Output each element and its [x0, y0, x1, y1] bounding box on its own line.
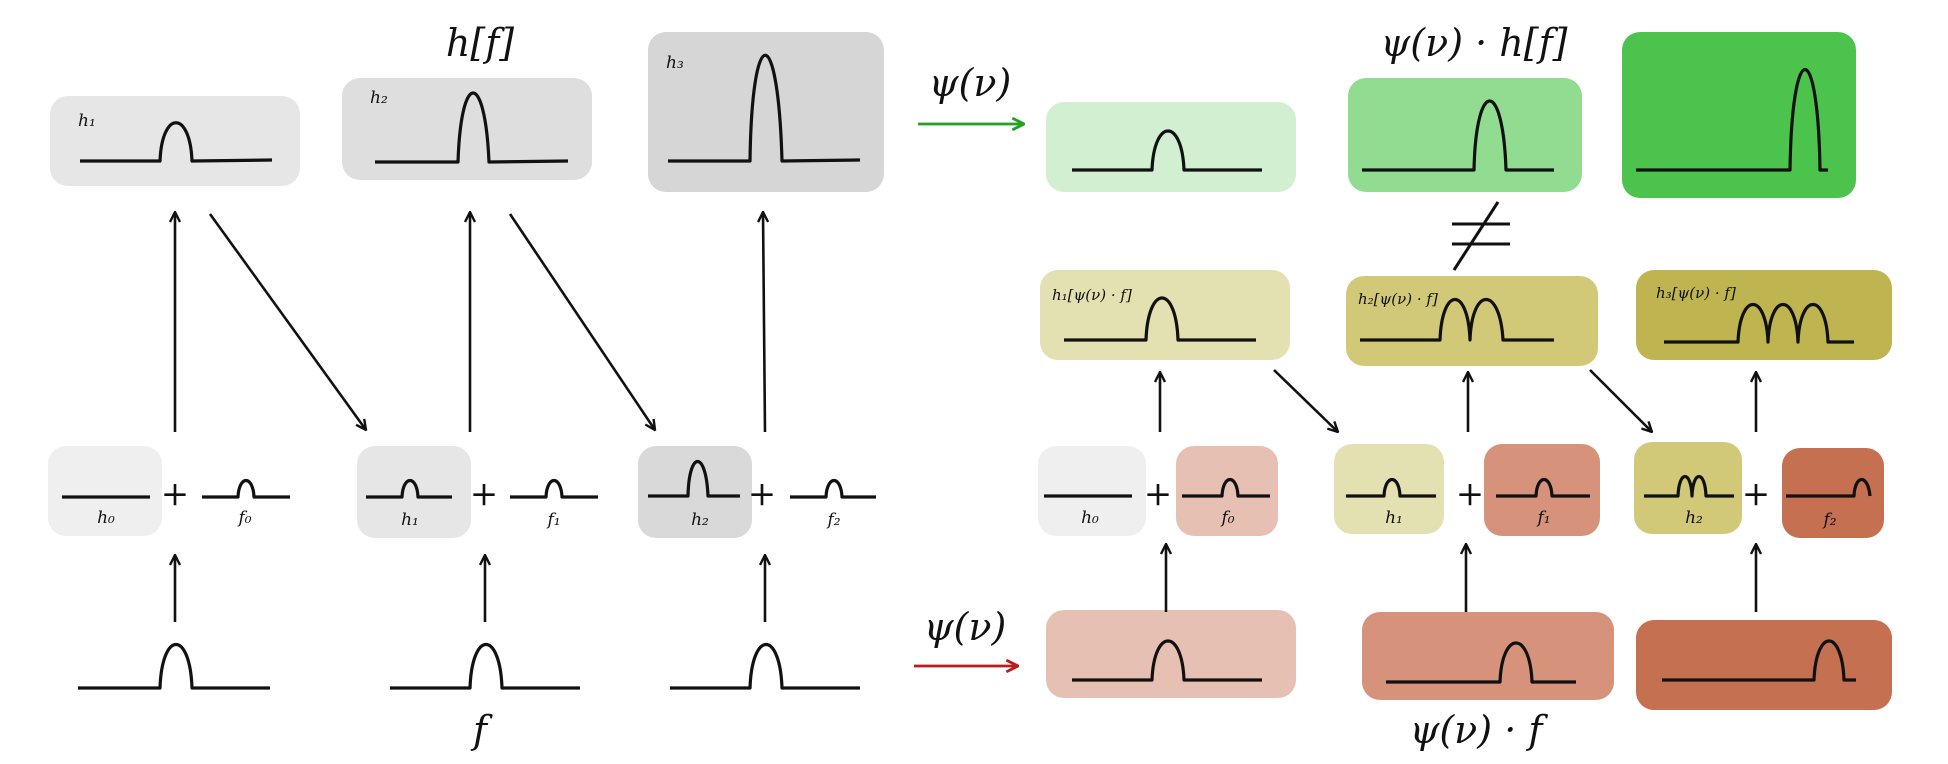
green-box-2: [1348, 78, 1582, 192]
f-label: f: [470, 708, 493, 752]
left-h1-small-box: h₁: [357, 446, 471, 538]
psi-bottom-label: ψ(ν): [924, 605, 1007, 649]
olive-h1-label: h₁[ψ(ν) · f]: [1052, 286, 1132, 304]
right-h2-box: h₂: [1634, 442, 1742, 534]
right-f1-box: f₁: [1484, 444, 1600, 536]
left-h2-label: h₂: [370, 88, 388, 108]
psi-top-label: ψ(ν): [929, 61, 1012, 105]
olive-box-1: h₁[ψ(ν) · f]: [1040, 270, 1290, 360]
plus-sign: +: [1144, 474, 1173, 514]
left-h1-box: h₁: [50, 96, 300, 186]
left-f1-label: f₁: [545, 510, 560, 530]
left-f1: f₁: [510, 478, 598, 530]
plus-sign: +: [161, 474, 190, 514]
green-box-1: [1046, 102, 1296, 192]
olive-h2-label: h₂[ψ(ν) · f]: [1358, 290, 1438, 308]
left-h0-label: h₀: [97, 508, 115, 528]
not-equal-sign: [1452, 201, 1510, 271]
arrow-diagonal: [208, 213, 366, 430]
right-f2-label: f₂: [1821, 510, 1836, 530]
right-f1-label: f₁: [1535, 508, 1550, 528]
arrow-up: [763, 212, 765, 433]
left-h2-small-label: h₂: [691, 510, 709, 530]
olive-box-3: h₃[ψ(ν) · f]: [1636, 270, 1892, 360]
plus-sign: +: [1456, 474, 1485, 514]
salmon-box-1: [1046, 610, 1296, 698]
right-h2-label: h₂: [1685, 508, 1703, 528]
plus-sign: +: [470, 474, 499, 514]
right-h0-box: h₀: [1038, 446, 1146, 536]
left-h1-label: h₁: [78, 111, 96, 131]
right-f2-box: f₂: [1782, 448, 1884, 538]
psi-h-f-label: ψ(ν) · h[f]: [1381, 21, 1568, 65]
left-h2-box: h₂: [342, 78, 592, 180]
right-h1-label: h₁: [1385, 508, 1403, 528]
olive-h3-label: h₃[ψ(ν) · f]: [1656, 284, 1736, 302]
left-f2-label: f₂: [825, 510, 840, 530]
green-box-3: [1622, 32, 1856, 198]
right-h1-box: h₁: [1334, 444, 1444, 534]
right-f0-label: f₀: [1219, 508, 1234, 528]
left-f0-label: f₀: [236, 508, 251, 528]
arrow-diagonal: [1589, 369, 1652, 432]
arrow-diagonal: [508, 213, 655, 430]
olive-box-2: h₂[ψ(ν) · f]: [1346, 276, 1598, 366]
left-f0: f₀: [202, 478, 290, 528]
left-h2-small-box: h₂: [638, 446, 752, 538]
psi-f-label: ψ(ν) · f: [1410, 708, 1549, 752]
left-f2: f₂: [790, 478, 876, 530]
left-f-curve-2: [390, 643, 580, 690]
left-f-curve-1: [78, 643, 270, 690]
arrow-diagonal: [1273, 369, 1338, 432]
left-h0-box: h₀: [48, 446, 162, 536]
right-h0-label: h₀: [1081, 508, 1099, 528]
salmon-box-2: [1362, 612, 1614, 700]
h-of-f-label: h[f]: [446, 21, 514, 65]
left-h1-small-label: h₁: [401, 510, 419, 530]
salmon-box-3: [1636, 620, 1892, 710]
left-f-curve-3: [670, 643, 860, 690]
plus-sign: +: [748, 474, 777, 514]
plus-sign: +: [1742, 474, 1771, 514]
left-h3-label: h₃: [666, 53, 684, 73]
left-h3-box: h₃: [648, 32, 884, 192]
right-f0-box: f₀: [1176, 446, 1278, 536]
